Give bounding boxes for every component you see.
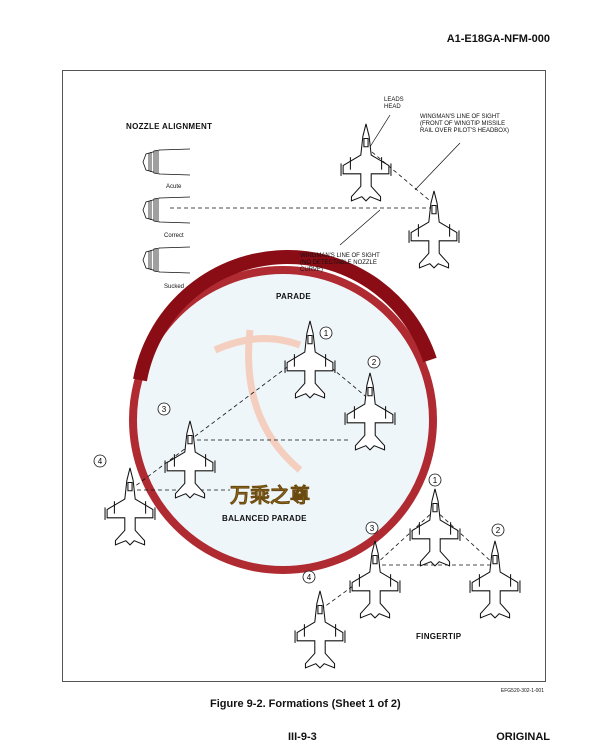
position-number: 2 xyxy=(372,358,377,367)
position-number: 4 xyxy=(98,457,103,466)
watermark-logo: 万乘之尊 xyxy=(129,250,437,574)
position-number: 1 xyxy=(433,476,438,485)
formation-label-fingertip: FINGERTIP xyxy=(416,632,462,641)
nozzle-correct-icon xyxy=(142,196,190,224)
callout-leads-head: LEADS HEAD xyxy=(384,97,404,110)
formation-label-balanced-parade: BALANCED PARADE xyxy=(222,514,307,523)
position-number: 1 xyxy=(324,329,329,338)
figure-frame xyxy=(62,70,546,682)
revision-status: ORIGINAL xyxy=(496,731,550,743)
aircraft-fingertip-1-icon xyxy=(409,488,461,567)
aircraft-fingertip-2-icon xyxy=(469,540,521,619)
position-circles xyxy=(93,326,505,584)
callout-wingman-los-nozzle: WINGMAN'S LINE OF SIGHT (NO DETECTABLE N… xyxy=(300,253,380,273)
formation-label-parade: PARADE xyxy=(276,292,311,301)
figure-code: EFG520-302-1-001 xyxy=(500,688,544,694)
nozzle-label-correct: Correct xyxy=(164,233,184,239)
aircraft-wingman-icon xyxy=(408,190,460,269)
position-number: 4 xyxy=(307,573,312,582)
nozzle-acute-icon xyxy=(142,148,190,176)
nozzle-sucked-icon xyxy=(142,246,190,274)
svg-text:万乘之尊: 万乘之尊 xyxy=(229,483,310,507)
position-number: 3 xyxy=(162,405,167,414)
position-number: 2 xyxy=(496,526,501,535)
callout-wingman-los-missile-rail: WINGMAN'S LINE OF SIGHT (FRONT OF WINGTI… xyxy=(420,114,509,134)
page-number: III-9-3 xyxy=(288,731,317,743)
nozzle-alignment-title: NOZZLE ALIGNMENT xyxy=(126,122,213,131)
aircraft-lead-icon xyxy=(340,123,392,202)
aircraft-fingertip-4-icon xyxy=(294,590,346,669)
callout-leader-lines xyxy=(339,114,461,246)
nozzle-label-acute: Acute xyxy=(166,184,182,190)
position-number: 3 xyxy=(370,524,375,533)
figure-caption: Figure 9-2. Formations (Sheet 1 of 2) xyxy=(210,698,401,710)
document-id: A1-E18GA-NFM-000 xyxy=(446,33,550,45)
nozzle-label-sucked: Sucked xyxy=(164,284,185,290)
